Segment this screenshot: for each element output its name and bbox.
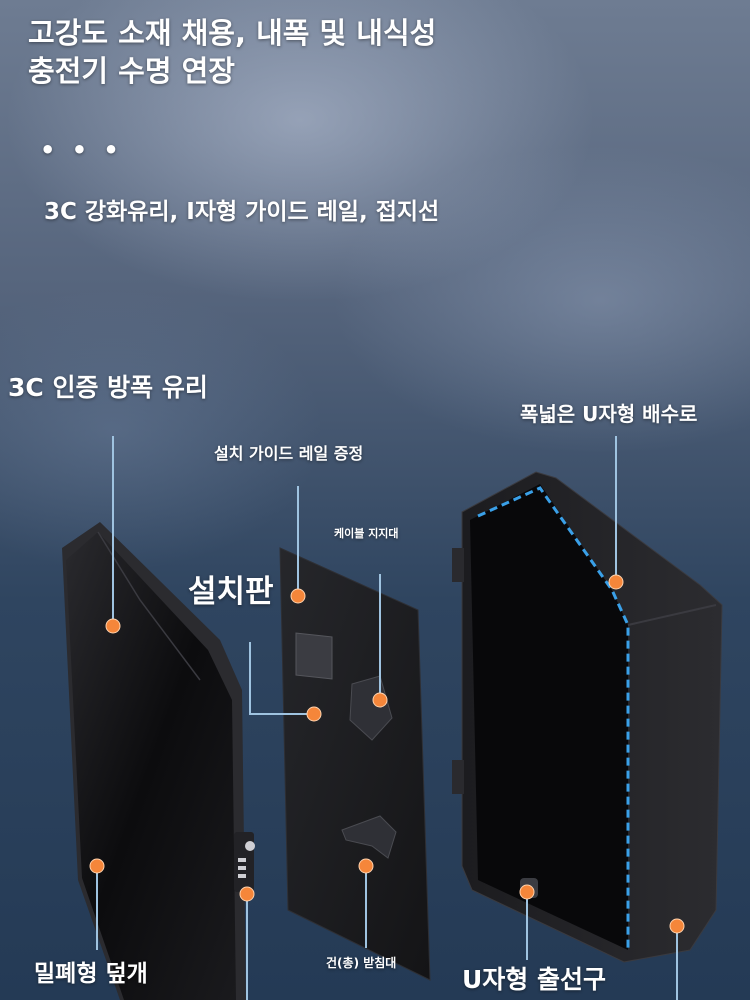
lock-digit bbox=[238, 874, 246, 878]
headline-line-2: 충전기 수명 연장 bbox=[28, 54, 235, 88]
callout-gun-holder: 건(총) 받침대 bbox=[326, 956, 397, 970]
box-bevel bbox=[627, 604, 717, 626]
leader-mounting-plate bbox=[249, 642, 314, 715]
charger-box bbox=[452, 471, 723, 963]
lock-digit bbox=[238, 858, 246, 862]
drain-led-strip bbox=[477, 486, 630, 948]
marker-lock bbox=[239, 886, 255, 902]
callout-cable-holder: 케이블 지지대 bbox=[334, 527, 399, 540]
hinge-top bbox=[452, 548, 464, 582]
callout-drain: 폭넓은 U자형 배수로 bbox=[520, 402, 698, 426]
plate-body bbox=[279, 547, 431, 981]
gun-holder-hook bbox=[341, 815, 397, 859]
decorative-dots: • • • bbox=[40, 136, 123, 164]
callout-outlet: U자형 출선구 bbox=[462, 965, 607, 994]
marker-sealed-cover bbox=[89, 858, 105, 874]
cover-glass bbox=[66, 532, 236, 1000]
marker-gun-holder bbox=[358, 858, 374, 874]
feature-subtitle: 3C 강화유리, I자형 가이드 레일, 접지선 bbox=[44, 199, 440, 225]
callout-sealed-cover: 밀폐형 덮개 bbox=[34, 961, 148, 987]
headline-line-1: 고강도 소재 채용, 내폭 및 내식성 bbox=[28, 16, 437, 50]
marker-glass bbox=[105, 618, 121, 634]
marker-box bbox=[669, 918, 685, 934]
marker-cable-holder bbox=[372, 692, 388, 708]
marker-drain bbox=[608, 574, 624, 590]
mounting-plate bbox=[279, 547, 431, 981]
guide-rail-slot bbox=[295, 632, 333, 680]
callout-guide-rail: 설치 가이드 레일 증정 bbox=[214, 444, 364, 463]
lock-digit bbox=[238, 866, 246, 870]
callout-glass: 3C 인증 방폭 유리 bbox=[8, 373, 208, 402]
lock-icon bbox=[245, 841, 255, 851]
headline: 고강도 소재 채용, 내폭 및 내식성 충전기 수명 연장 bbox=[28, 14, 436, 90]
hinge-bottom bbox=[452, 760, 464, 794]
markers bbox=[89, 574, 685, 934]
marker-outlet bbox=[519, 884, 535, 900]
leader-lines bbox=[96, 436, 678, 1000]
sealed-cover-panel bbox=[62, 522, 255, 1000]
marker-guide-rail bbox=[290, 588, 306, 604]
callout-mounting-plate: 설치판 bbox=[188, 574, 274, 610]
marker-mounting-plate bbox=[306, 706, 322, 722]
cable-holder-hook bbox=[349, 675, 393, 741]
box-interior bbox=[470, 484, 628, 950]
